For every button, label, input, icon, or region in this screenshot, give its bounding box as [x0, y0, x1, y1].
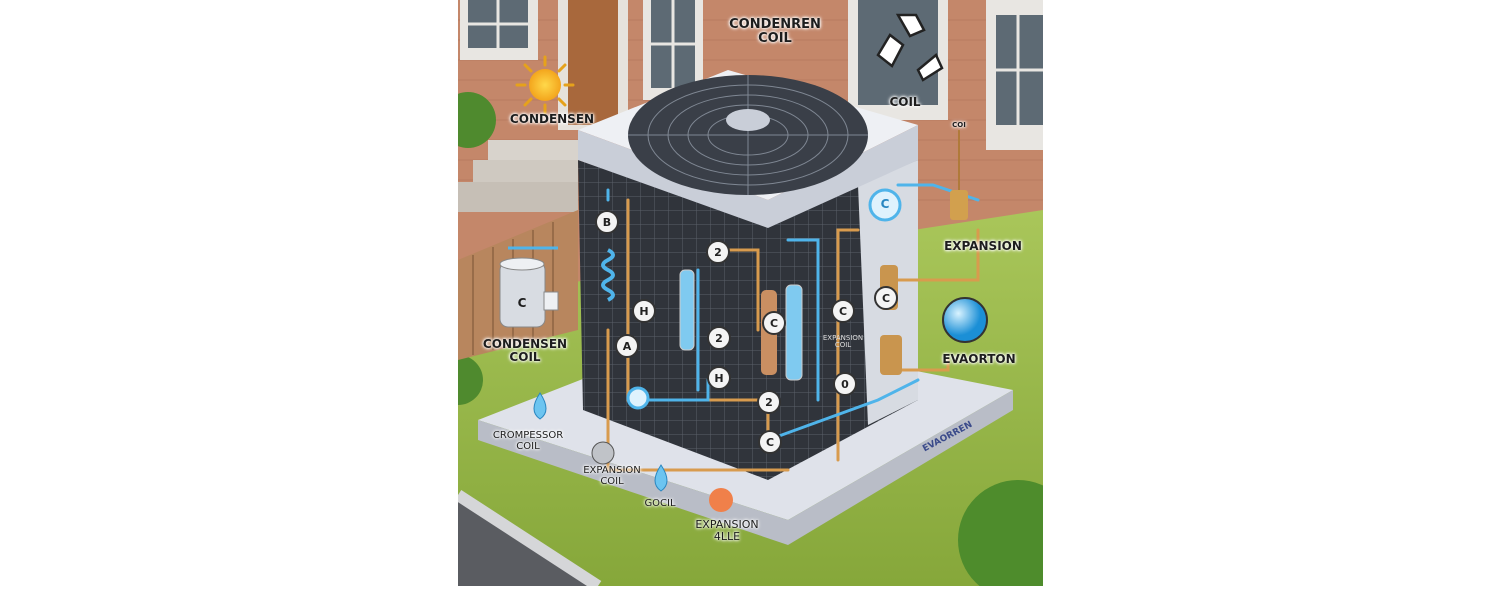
refresh-letter: C: [880, 197, 890, 211]
label-expansion-right: EXPANSION: [944, 239, 1022, 253]
marker-c: C: [762, 311, 786, 335]
steps: [458, 140, 578, 212]
copper-valve-right-2: [880, 335, 902, 375]
blue-tube-2: [785, 284, 803, 381]
marker-c4: C: [874, 286, 898, 310]
marker-2c: 2: [757, 390, 781, 414]
marker-c3: C: [758, 430, 782, 454]
water-drop-icon: [533, 392, 547, 420]
marker-h: H: [632, 299, 656, 323]
marker-0: 0: [833, 372, 857, 396]
blue-arrow-marker: [626, 386, 650, 410]
fan-hub: [726, 109, 770, 131]
marker-b: B: [595, 210, 619, 234]
blue-tube-1: [679, 269, 695, 351]
evaporator-sphere-icon: [942, 297, 988, 343]
window-left: [460, 0, 538, 60]
door: [558, 0, 628, 130]
tank-letter: C: [517, 296, 527, 310]
water-drop-icon-2: [654, 464, 668, 492]
illustration-canvas: [433, 0, 1078, 590]
expansion-valve: [950, 190, 968, 220]
marker-c2: C: [831, 299, 855, 323]
label-gocil: GOCIL: [644, 498, 676, 509]
window-right-2: [986, 0, 1043, 150]
spring-coil: [601, 248, 615, 302]
label-evaporator: EVAORTON: [942, 352, 1016, 366]
gauge-icon: [591, 441, 615, 465]
label-recycle-coil: COIL: [889, 95, 921, 109]
recycle-icon: [876, 13, 944, 82]
marker-2: 2: [706, 240, 730, 264]
blue-refresh-icon: [868, 188, 902, 222]
label-sun-condensen: CONDENSEN: [509, 112, 595, 126]
sun-icon: [515, 55, 575, 115]
orange-ball-icon: [709, 488, 733, 512]
label-valve-tag: COI: [952, 121, 966, 129]
marker-h2: H: [707, 366, 731, 390]
condenser-tank-icon: [499, 246, 559, 328]
marker-2b: 2: [707, 326, 731, 350]
marker-a: A: [615, 334, 639, 358]
